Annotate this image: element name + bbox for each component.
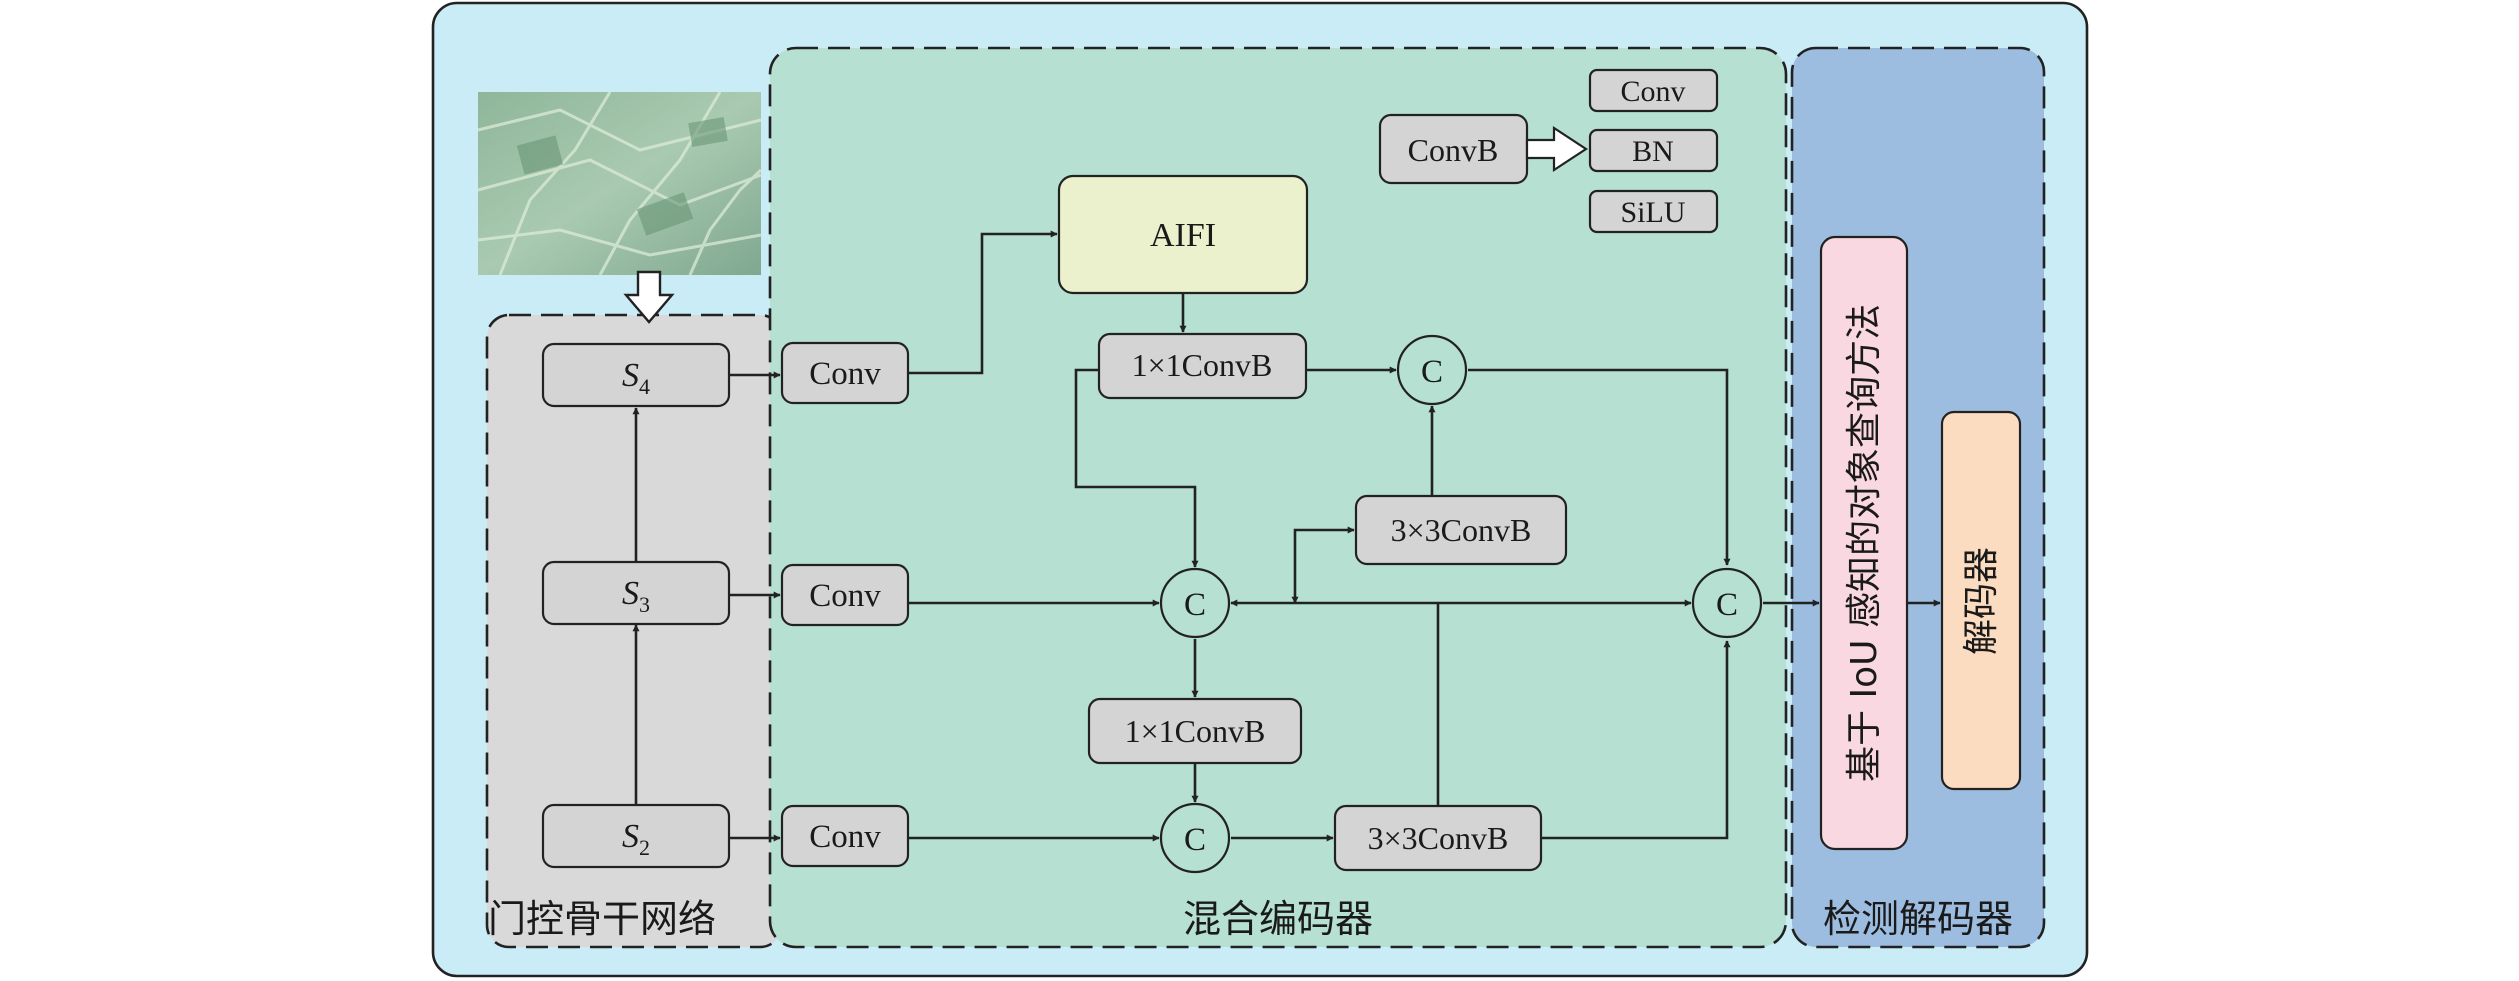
stage-s3: S3 xyxy=(541,560,731,626)
conv3x3-lower: 3×3ConvB xyxy=(1333,804,1543,872)
input-image xyxy=(477,91,763,276)
svg-text:3×3ConvB: 3×3ConvB xyxy=(1368,820,1509,856)
svg-text:C: C xyxy=(1421,354,1443,390)
svg-text:C: C xyxy=(1716,587,1738,623)
legend-hollow-arrow xyxy=(1525,125,1589,173)
legend-convb: ConvB xyxy=(1378,113,1529,185)
svg-text:C: C xyxy=(1184,822,1206,858)
detection-title: 检测解码器 xyxy=(1823,897,2013,941)
aifi-box: AIFI xyxy=(1057,174,1309,295)
svg-text:1×1ConvB: 1×1ConvB xyxy=(1132,347,1273,383)
svg-text:AIFI: AIFI xyxy=(1150,217,1216,254)
conv-box-s4: Conv xyxy=(780,341,910,405)
conv3x3-lower-to-concat-right xyxy=(1541,640,1731,840)
conv-box-s3: Conv xyxy=(780,563,910,627)
concat-mid: C xyxy=(1159,567,1231,639)
svg-text:SiLU: SiLU xyxy=(1620,196,1685,229)
concat-top: C xyxy=(1396,334,1468,406)
conv3x3-upper: 3×3ConvB xyxy=(1354,494,1568,566)
svg-text:S4: S4 xyxy=(622,357,650,399)
legend-part-conv: Conv xyxy=(1588,68,1719,113)
svg-text:1×1ConvB: 1×1ConvB xyxy=(1125,713,1266,749)
svg-text:Conv: Conv xyxy=(1620,75,1685,108)
conv1x1-bottom: 1×1ConvB xyxy=(1087,697,1303,765)
decoder-box: 解码器 xyxy=(1940,410,2022,791)
svg-text:S3: S3 xyxy=(622,575,650,617)
svg-text:S2: S2 xyxy=(622,818,650,860)
legend-part-silu: SiLU xyxy=(1588,189,1719,234)
svg-text:3×3ConvB: 3×3ConvB xyxy=(1391,512,1532,548)
encoder-region xyxy=(768,46,1788,949)
iou-query-box: 基于 IoU 感知的对象查询方法 xyxy=(1819,235,1909,851)
conv1x1-to-concat-mid xyxy=(1074,368,1199,568)
branch-to-conv3x3-upper xyxy=(1291,526,1355,604)
stage-s4: S4 xyxy=(541,342,731,408)
svg-text:C: C xyxy=(1184,587,1206,623)
svg-text:Conv: Conv xyxy=(809,578,881,614)
svg-text:Conv: Conv xyxy=(809,819,881,855)
svg-text:Conv: Conv xyxy=(809,356,881,392)
image-to-backbone-arrow xyxy=(623,270,675,324)
concat-top-to-concat-right xyxy=(1468,368,1731,566)
svg-text:ConvB: ConvB xyxy=(1408,132,1499,168)
stage-s2: S2 xyxy=(541,803,731,869)
conv-box-s2: Conv xyxy=(780,804,910,868)
svg-text:基于 IoU 感知的对象查询方法: 基于 IoU 感知的对象查询方法 xyxy=(1844,304,1885,782)
legend-part-bn: BN xyxy=(1588,128,1719,173)
svg-text:解码器: 解码器 xyxy=(1961,547,2002,655)
concat-right: C xyxy=(1691,567,1763,639)
backbone-title: 门控骨干网络 xyxy=(488,897,716,941)
conv-to-aifi-arrow xyxy=(908,230,1058,375)
conv1x1-top: 1×1ConvB xyxy=(1097,332,1308,400)
encoder-title: 混合编码器 xyxy=(1183,897,1373,941)
svg-text:BN: BN xyxy=(1632,135,1674,168)
concat-bottom: C xyxy=(1159,802,1231,874)
